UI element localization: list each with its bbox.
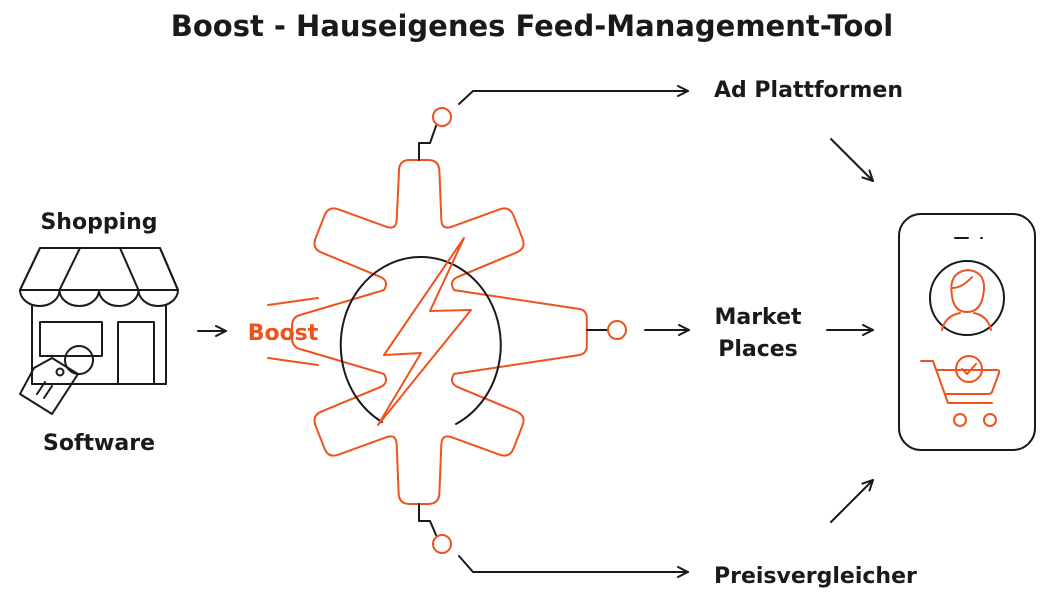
- connector-top: [418, 125, 437, 161]
- connector-bottom: [418, 503, 437, 536]
- arrow-preis-to-phone: [830, 479, 874, 523]
- source-label-shopping: Shopping: [40, 210, 157, 235]
- store-icon: [19, 247, 179, 385]
- user-avatar-icon: [929, 260, 1005, 336]
- arrow-ad-to-phone: [830, 138, 874, 182]
- gear-inner-circle: [339, 256, 502, 425]
- connector-node-right: [607, 320, 627, 340]
- diagram-title: Boost - Hauseigenes Feed-Management-Tool: [171, 9, 893, 43]
- lightning-bolt-icon: [377, 237, 472, 426]
- connector-node-top: [432, 107, 452, 127]
- output-label-ad-plattformen: Ad Plattformen: [714, 78, 903, 103]
- output-label-places: Places: [718, 337, 798, 362]
- smartphone-icon: [898, 213, 1036, 451]
- output-label-market: Market: [714, 305, 802, 330]
- arrow-to-ad-plattformen: [458, 85, 689, 105]
- price-tag-icon: [19, 345, 94, 415]
- arrow-to-preisvergleicher: [458, 555, 689, 578]
- boost-label: Boost: [248, 321, 319, 346]
- gear-icon: [291, 159, 588, 505]
- connector-node-bottom: [432, 534, 452, 554]
- output-label-preisvergleicher: Preisvergleicher: [714, 564, 917, 589]
- source-label-software: Software: [43, 431, 155, 456]
- shopping-cart-icon: [920, 355, 1001, 427]
- boost-accent-line-top: [267, 297, 319, 306]
- boost-accent-line-bottom: [267, 357, 319, 366]
